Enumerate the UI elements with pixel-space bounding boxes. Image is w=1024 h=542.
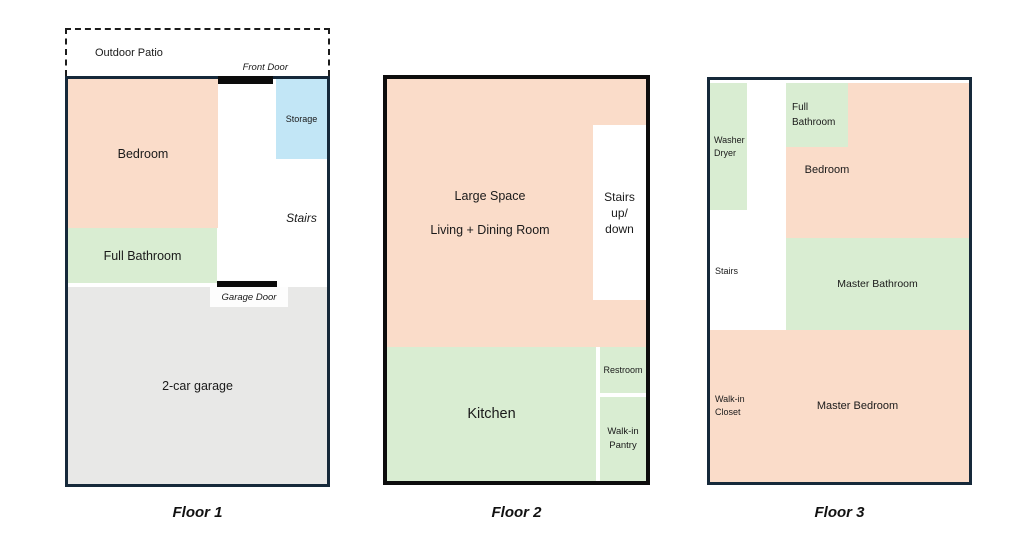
floor1-caption: Floor 1 [172,504,223,521]
floor2-caption: Floor 2 [491,504,542,521]
garage-door-label: Garage Door [210,287,288,307]
room-full-bathroom-floor3: Full Bathroom [786,83,848,147]
room-washer-dryer: Washer Dryer [710,83,747,210]
room-full-bathroom-floor1: Full Bathroom [68,228,217,283]
room-living-dining-label: Large Space Living + Dining Room [430,188,550,237]
room-walk-in-pantry-label: Walk-in Pantry [607,426,639,451]
room-master-bedroom-label: Master Bedroom [816,400,899,412]
room-bedroom-floor3-label: Bedroom [804,164,850,176]
floor1-plan: Bedroom Full Bathroom Storage Stairs 2-c… [65,76,330,487]
room-master-bathroom: Master Bathroom [786,238,969,330]
room-bedroom-floor1: Bedroom [68,79,218,228]
outdoor-patio-label: Outdoor Patio [95,47,163,59]
room-master-bedroom: Master Bedroom [710,330,969,482]
room-full-bathroom-floor1-label: Full Bathroom [103,248,182,263]
room-kitchen: Kitchen [387,347,596,481]
room-full-bathroom-floor3-label: Full Bathroom [792,102,836,128]
stairs-label-floor3: Stairs [715,266,739,276]
floor3-plan: Full Bathroom Bedroom Washer Dryer Maste… [707,77,972,485]
room-storage: Storage [276,79,327,159]
room-washer-dryer-label: Washer Dryer [714,134,745,158]
room-master-bathroom-label: Master Bathroom [837,278,918,290]
garage-door-bar [217,281,277,287]
room-garage-label: 2-car garage [162,378,233,393]
stairs-up-down-label: Stairs up/ down [604,189,635,236]
room-bedroom-floor1-label: Bedroom [117,146,169,161]
front-door-bar [218,76,273,84]
front-door-label: Front Door [242,62,288,73]
room-storage-label: Storage [285,114,318,124]
room-restroom: Restroom [600,347,646,393]
room-stairs-floor2: Stairs up/ down [593,125,646,300]
outdoor-patio-area: Outdoor Patio [65,28,330,76]
room-restroom-label: Restroom [603,365,643,375]
floor2-plan: Large Space Living + Dining Room Stairs … [383,75,650,485]
stairs-label-floor1: Stairs [286,211,317,225]
room-kitchen-label: Kitchen [467,406,516,422]
floor3-caption: Floor 3 [814,504,865,521]
walk-in-closet-label: Walk-in Closet [715,394,745,417]
room-garage: 2-car garage [68,287,327,484]
room-walk-in-pantry: Walk-in Pantry [600,397,646,481]
